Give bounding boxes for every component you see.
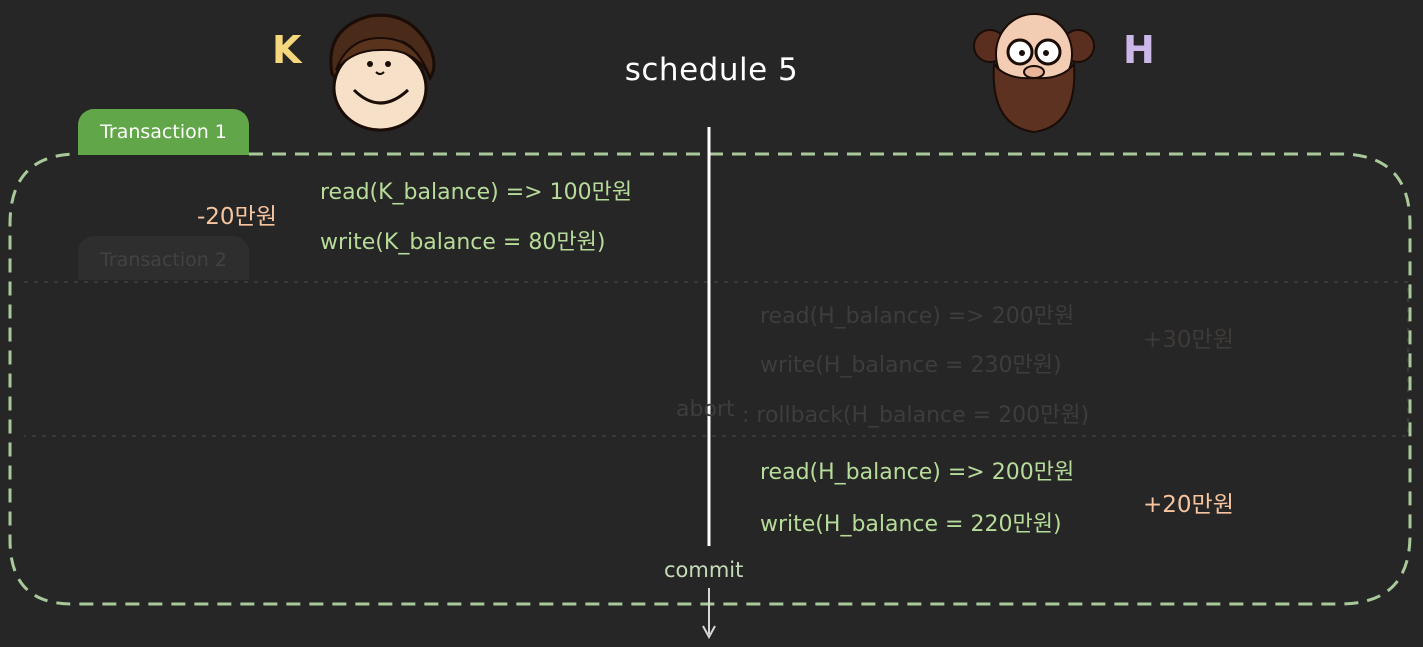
transaction2-box-outline <box>24 281 1409 437</box>
commit-label: commit <box>664 558 744 582</box>
user-h-label: H <box>1123 28 1155 72</box>
schedule-title: schedule 5 <box>624 52 799 88</box>
tab-transaction-2: Transaction 2 <box>78 236 249 280</box>
user-h-avatar-icon <box>973 13 1095 134</box>
tab-transaction-1: Transaction 1 <box>78 109 249 155</box>
t2-op-write-h: write(H_balance = 230만원) <box>760 353 1062 378</box>
timeline-arrowhead <box>702 625 716 640</box>
t1-op-write-h: write(H_balance = 220만원) <box>760 512 1062 537</box>
t1-op-write-k: write(K_balance = 80만원) <box>320 230 606 255</box>
user-k-avatar-icon <box>329 13 436 132</box>
t2-h-balance-delta: +30만원 <box>1143 327 1234 353</box>
k-balance-delta: -20만원 <box>197 204 277 230</box>
t2-op-read-h: read(H_balance) => 200만원 <box>760 304 1075 329</box>
t2-op-rollback-h: : rollback(H_balance = 200만원) <box>742 403 1090 428</box>
user-k-label: K <box>272 28 302 72</box>
t1-op-read-h: read(H_balance) => 200만원 <box>760 460 1075 485</box>
h-balance-delta: +20만원 <box>1143 492 1234 518</box>
transaction1-box-outline <box>8 152 1412 606</box>
t2-abort-label: abort <box>676 397 735 422</box>
t1-op-read-k: read(K_balance) => 100만원 <box>320 180 633 205</box>
